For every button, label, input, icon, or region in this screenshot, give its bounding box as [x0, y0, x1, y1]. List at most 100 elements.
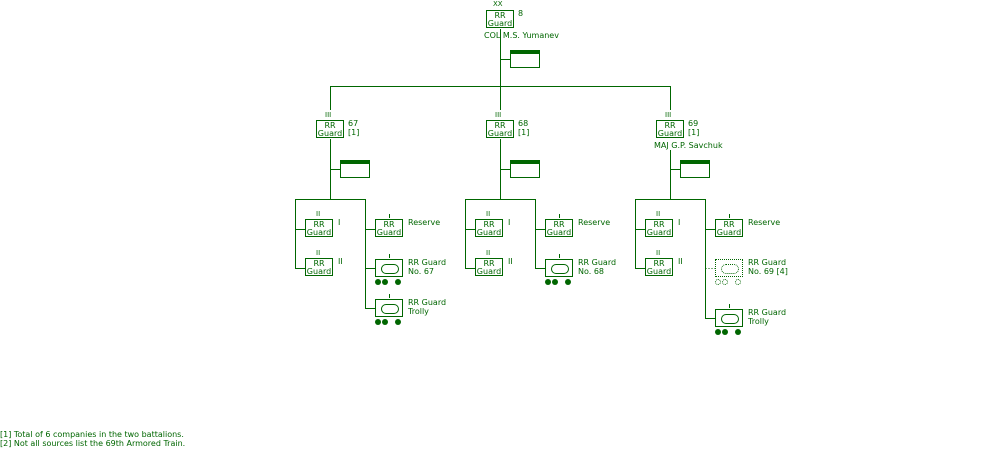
- regiment-69-unit-symbol: RR Guard: [656, 120, 684, 138]
- trolly-69-oval: [721, 314, 739, 324]
- regiment-67-unit-symbol: RR Guard: [316, 120, 344, 138]
- regiment-67-number: 67: [348, 119, 359, 128]
- train-67-oval: [381, 264, 399, 274]
- regiment-69-commander: MAJ G.P. Savchuk: [654, 141, 723, 150]
- trolly-69-label1: RR Guard: [748, 308, 787, 317]
- train-69-label1: RR Guard: [748, 258, 787, 267]
- train-68-wheel: [552, 279, 558, 285]
- regiment-69-line1: RR: [664, 121, 676, 130]
- trolly-67-label1: RR Guard: [408, 298, 447, 307]
- reserve-68-unit-symbol: RR Guard: [545, 219, 573, 237]
- regiment-69-hq-flag: [680, 160, 710, 178]
- division-unit-symbol: RR Guard: [486, 10, 514, 28]
- train-67-label1: RR Guard: [408, 258, 447, 267]
- train-67-wheel: [395, 279, 401, 285]
- trolly-67-symbol: [375, 299, 403, 317]
- regiment-68-hq-flag: [510, 160, 540, 178]
- train-67-wheels: [375, 279, 405, 285]
- battalion-69-1-echelon-mark: II: [656, 210, 661, 218]
- footnote-2: [2] Not all sources list the 69th Armore…: [0, 439, 186, 448]
- train-69-label2: No. 69 [4]: [748, 267, 788, 276]
- reserve-68-line1: RR: [553, 220, 565, 229]
- trolly-69-symbol: [715, 309, 743, 327]
- trolly-67-echelon-mark: [389, 294, 390, 298]
- battalion-67-1-line1: RR: [313, 220, 325, 229]
- battalion-69-1-line1: RR: [653, 220, 665, 229]
- battalion-69-2-unit-symbol: RR Guard: [645, 258, 673, 276]
- armored-train-67-symbol: [375, 259, 403, 277]
- battalion-68-2-line1: RR: [483, 259, 495, 268]
- train-67-wheel: [382, 279, 388, 285]
- battalion-69-2-line1: RR: [653, 259, 665, 268]
- battalion-67-2-line2: Guard: [306, 267, 332, 276]
- armored-train-68-symbol: [545, 259, 573, 277]
- trolly-69-echelon-mark: [729, 304, 730, 308]
- regiment-68-unit-symbol: RR Guard: [486, 120, 514, 138]
- battalion-69-2-numeral: II: [678, 257, 683, 266]
- battalion-68-1-unit-symbol: RR Guard: [475, 219, 503, 237]
- regiment-68-line1: RR: [494, 121, 506, 130]
- trolly-67-wheel: [395, 319, 401, 325]
- reserve-67-echelon-mark: [389, 214, 390, 218]
- trolly-67-wheel: [382, 319, 388, 325]
- train-69-wheel: [735, 279, 741, 285]
- division-echelon-mark: XX: [493, 0, 503, 8]
- trolly-67-oval: [381, 304, 399, 314]
- train-67-wheel: [375, 279, 381, 285]
- train-69-wheel: [715, 279, 721, 285]
- reserve-69-label: Reserve: [748, 218, 781, 227]
- regiment-67-line2: Guard: [317, 129, 343, 138]
- trolly-69-wheels: [715, 329, 745, 335]
- train-68-label2: No. 68: [578, 267, 605, 276]
- regiment-69-echelon-mark: III: [665, 111, 672, 119]
- battalion-69-1-unit-symbol: RR Guard: [645, 219, 673, 237]
- train-68-wheel: [545, 279, 551, 285]
- train-68-wheel: [565, 279, 571, 285]
- battalion-67-2-line1: RR: [313, 259, 325, 268]
- train-67-label2: No. 67: [408, 267, 435, 276]
- battalion-68-1-numeral: I: [508, 218, 511, 227]
- reserve-69-line2: Guard: [716, 228, 742, 237]
- division-hq-flag: [510, 50, 540, 68]
- trolly-69-wheel: [735, 329, 741, 335]
- division-number: 8: [518, 9, 524, 18]
- regiment-69-note: [1]: [688, 128, 700, 137]
- train-69-wheel: [722, 279, 728, 285]
- armored-train-69-symbol-dotted: [715, 259, 743, 277]
- division-commander: COL M.S. Yumanev: [484, 31, 559, 40]
- reserve-67-unit-symbol: RR Guard: [375, 219, 403, 237]
- battalion-68-1-line2: Guard: [476, 228, 502, 237]
- battalion-68-2-echelon-mark: II: [486, 249, 491, 257]
- battalion-68-1-line1: RR: [483, 220, 495, 229]
- train-68-wheels: [545, 279, 575, 285]
- regiment-67-line1: RR: [324, 121, 336, 130]
- battalion-68-2-numeral: II: [508, 257, 513, 266]
- train-68-echelon-mark: [559, 254, 560, 258]
- battalion-68-2-line2: Guard: [476, 267, 502, 276]
- trolly-67-wheels: [375, 319, 405, 325]
- reserve-68-label: Reserve: [578, 218, 611, 227]
- trolly-67-label2: Trolly: [408, 307, 429, 316]
- reserve-67-label: Reserve: [408, 218, 441, 227]
- regiment-68-note: [1]: [518, 128, 530, 137]
- division-line1: RR: [494, 11, 506, 20]
- reserve-68-line2: Guard: [546, 228, 572, 237]
- train-67-echelon-mark: [389, 254, 390, 258]
- trolly-67-wheel: [375, 319, 381, 325]
- battalion-67-2-echelon-mark: II: [316, 249, 321, 257]
- division-line2: Guard: [487, 19, 513, 28]
- battalion-68-2-unit-symbol: RR Guard: [475, 258, 503, 276]
- reserve-68-echelon-mark: [559, 214, 560, 218]
- train-68-oval: [551, 264, 569, 274]
- battalion-68-1-echelon-mark: II: [486, 210, 491, 218]
- battalion-67-2-numeral: II: [338, 257, 343, 266]
- regiment-69-line2: Guard: [657, 129, 683, 138]
- battalion-69-2-line2: Guard: [646, 267, 672, 276]
- reserve-69-echelon-mark: [729, 214, 730, 218]
- regiment-67-note: [1]: [348, 128, 360, 137]
- regiment-67-hq-flag: [340, 160, 370, 178]
- footnote-1: [1] Total of 6 companies in the two batt…: [0, 430, 184, 439]
- battalion-69-1-line2: Guard: [646, 228, 672, 237]
- regiment-68-number: 68: [518, 119, 529, 128]
